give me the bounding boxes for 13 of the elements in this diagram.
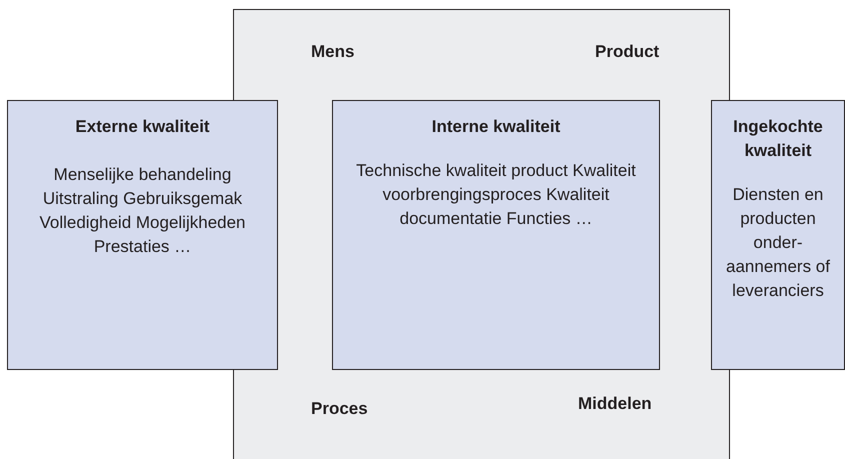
corner-label: Mens (311, 42, 354, 62)
box-text: Technische kwaliteit product Kwaliteit voorbrengingsproces Kwaliteit documentatie Functies … (355, 160, 637, 230)
box-heading: Ingekochte kwaliteit (732, 116, 824, 162)
corner-label: Middelen (578, 394, 652, 414)
quality-box (7, 100, 278, 370)
corner-label: Product (595, 42, 660, 62)
box-text: Menselijke behandeling Uitstraling Gebruiksgemak Volledigheid Mogelijkheden Prestaties … (38, 164, 247, 258)
quality-box (332, 100, 660, 370)
box-heading: Externe kwaliteit (75, 116, 210, 138)
box-text: Diensten en producten onder-aannemers of leveranciers (725, 184, 831, 302)
box-heading: Interne kwaliteit (432, 116, 560, 138)
corner-label: Proces (311, 399, 368, 419)
quality-box (711, 100, 845, 370)
